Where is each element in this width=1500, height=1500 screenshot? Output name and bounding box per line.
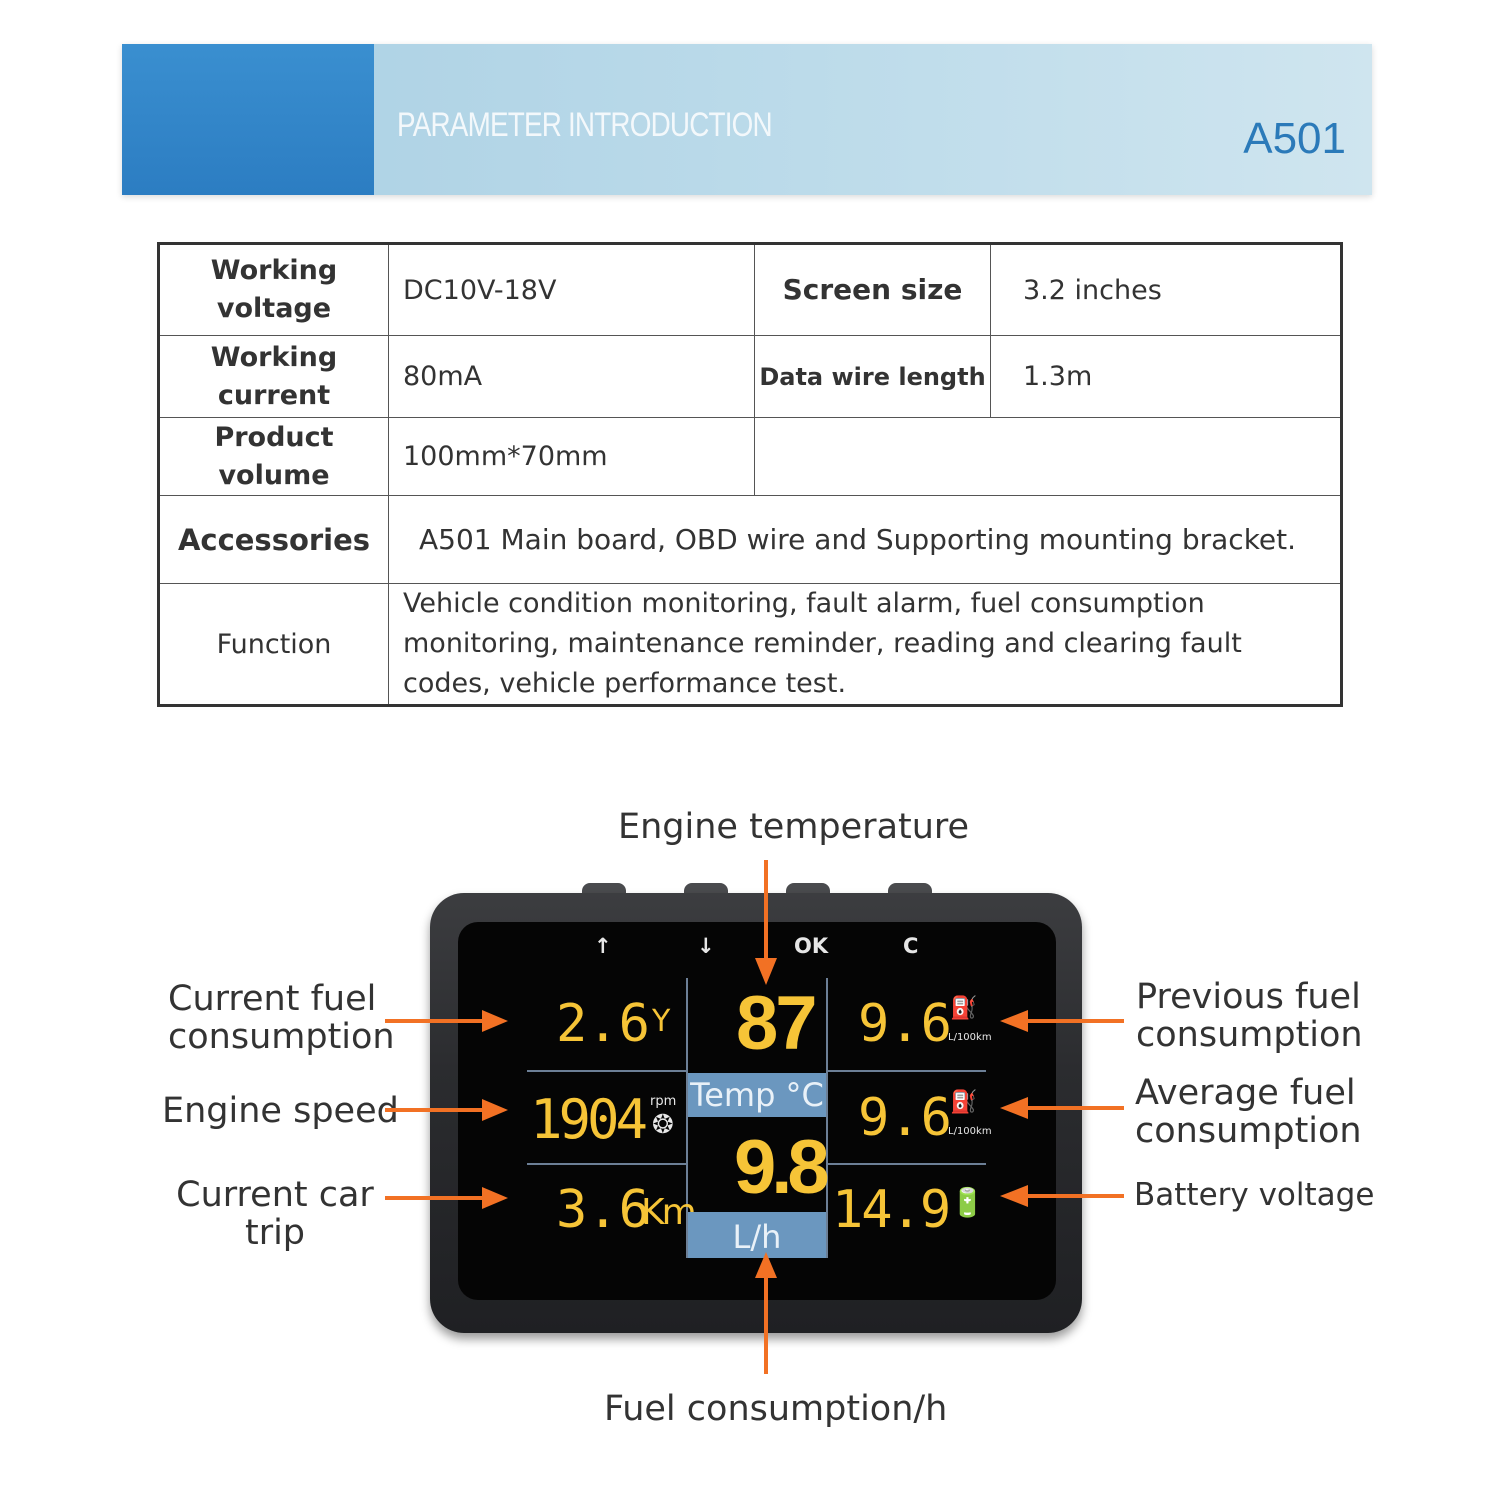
battery-value: 14.9: [832, 1180, 951, 1240]
previous-fuel-value: 9.6: [858, 994, 952, 1054]
screen-divider: [686, 978, 688, 1258]
spec-label: Product volume: [158, 417, 389, 496]
ok-key-label: OK: [794, 934, 829, 958]
screen-divider: [828, 1070, 986, 1072]
screen-divider: [527, 1163, 687, 1165]
spec-label: Data wire length: [754, 335, 991, 418]
callout-fuel-per-hour: Fuel consumption/h: [604, 1389, 948, 1429]
battery-icon: 🔋: [950, 1186, 985, 1219]
header-banner: PARAMETER INTRODUCTION A501: [122, 44, 1372, 195]
trip-unit: Km: [641, 1192, 697, 1233]
callout-current-trip: Current car trip: [176, 1175, 374, 1253]
up-arrow-icon: ↑: [594, 934, 612, 958]
callout-previous-fuel: Previous fuel consumption: [1136, 977, 1363, 1055]
spec-empty-cell: [754, 417, 1342, 496]
spec-value: Vehicle condition monitoring, fault alar…: [388, 583, 1342, 706]
callout-current-fuel: Current fuel consumption: [168, 979, 395, 1057]
fuel-drop-icon: Υ: [652, 1004, 671, 1039]
per100-unit: L/100km: [948, 1032, 992, 1043]
spec-label: Working voltage: [158, 243, 389, 336]
spec-value: 1.3m: [990, 335, 1342, 418]
average-fuel-value: 9.6: [858, 1088, 952, 1148]
spec-table: Working voltage DC10V-18V Screen size 3.…: [157, 242, 1343, 707]
spec-label: Working current: [158, 335, 389, 418]
table-row: Working current 80mA Data wire length 1.…: [158, 335, 1342, 418]
screen-divider: [826, 978, 828, 1258]
rpm-unit: rpm: [650, 1094, 677, 1109]
spec-label: Accessories: [158, 495, 389, 584]
spec-value: 80mA: [388, 335, 755, 418]
engine-speed-value: 1904: [530, 1088, 648, 1151]
fuel-per-hour-value: 9.8: [734, 1125, 830, 1210]
callout-engine-speed: Engine speed: [162, 1091, 399, 1131]
trip-value: 3.6: [556, 1180, 650, 1240]
banner-accent-block: [122, 44, 374, 195]
spec-label: Screen size: [754, 243, 991, 336]
current-fuel-value: 2.6: [556, 994, 650, 1054]
spec-value: 100mm*70mm: [388, 417, 755, 496]
down-arrow-icon: ↓: [697, 934, 715, 958]
clear-key-label: C: [903, 934, 919, 958]
spec-label: Function: [158, 583, 389, 706]
fuel-pump-icon: ⛽: [950, 1090, 978, 1115]
callout-average-fuel: Average fuel consumption: [1135, 1073, 1362, 1151]
spec-value: A501 Main board, OBD wire and Supporting…: [388, 495, 1342, 584]
screen-divider: [828, 1163, 986, 1165]
gear-icon: ❂: [652, 1110, 674, 1140]
engine-temp-value: 87: [736, 981, 818, 1066]
spec-value: 3.2 inches: [990, 243, 1342, 336]
screen-divider: [527, 1070, 687, 1072]
table-row: Product volume 100mm*70mm: [158, 417, 1342, 496]
temp-label: Temp °C: [688, 1073, 826, 1117]
lh-label: L/h: [688, 1212, 826, 1258]
spec-value: DC10V-18V: [388, 243, 755, 336]
per100-unit: L/100km: [948, 1126, 992, 1137]
callout-engine-temperature: Engine temperature: [618, 807, 970, 847]
banner-title: PARAMETER INTRODUCTION: [397, 106, 773, 144]
table-row: Working voltage DC10V-18V Screen size 3.…: [158, 243, 1342, 336]
fuel-pump-icon: ⛽: [950, 996, 978, 1021]
model-name: A501: [1243, 114, 1346, 163]
table-row: Function Vehicle condition monitoring, f…: [158, 583, 1342, 706]
callout-battery-voltage: Battery voltage: [1134, 1177, 1375, 1213]
table-row: Accessories A501 Main board, OBD wire an…: [158, 495, 1342, 584]
